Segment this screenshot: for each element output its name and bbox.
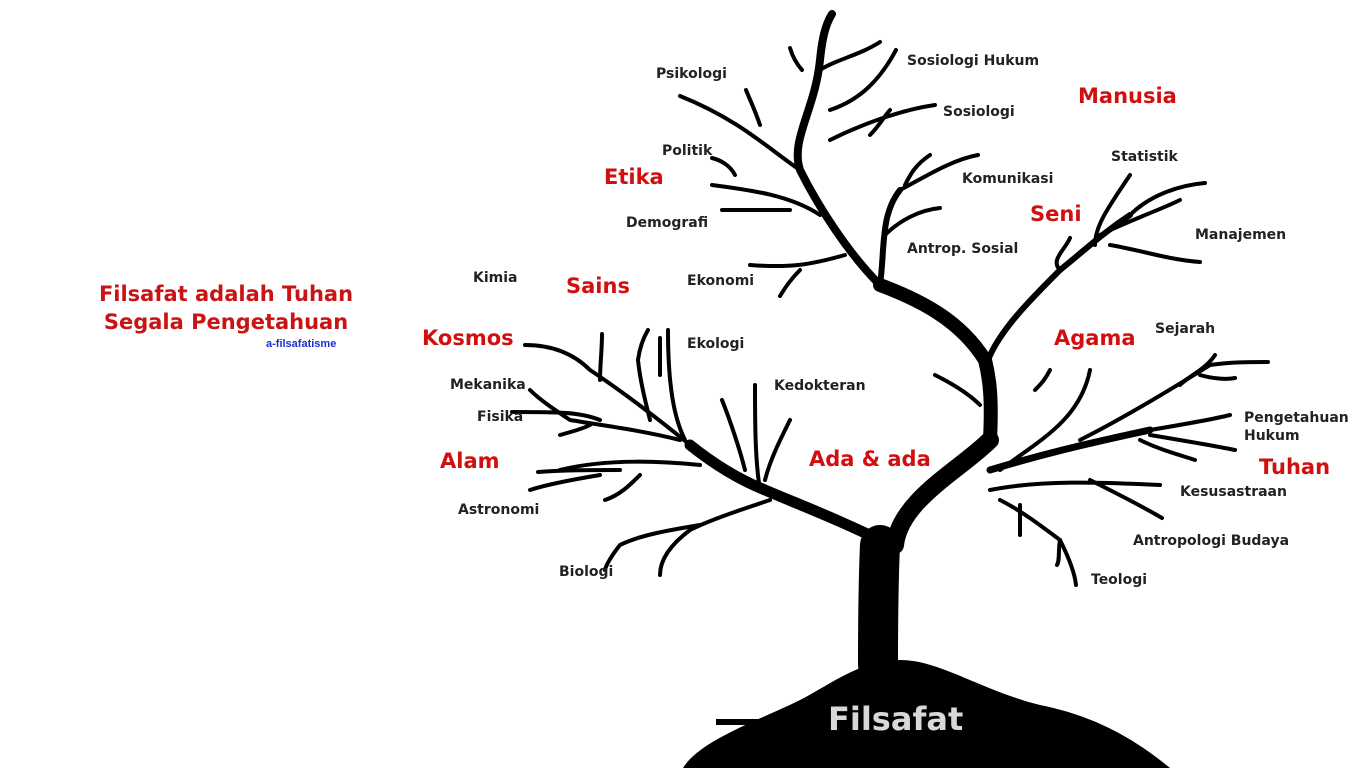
branch-label-demografi: Demografi xyxy=(626,215,709,231)
branch-label-sejarah: Sejarah xyxy=(1155,321,1216,337)
branch-label-sosiologi: Sosiologi xyxy=(943,104,1015,120)
category-label-manusia: Manusia xyxy=(1078,84,1177,108)
branch-label-mekanika: Mekanika xyxy=(450,377,526,393)
branch-label-kedokteran: Kedokteran xyxy=(774,378,866,394)
branch-label-kesusastraan: Kesusastraan xyxy=(1180,484,1287,500)
tree-main-stem xyxy=(873,278,998,447)
diagram-title: Filsafat adalah Tuhan Segala Pengetahuan xyxy=(80,280,372,336)
category-label-seni: Seni xyxy=(1030,202,1082,226)
branch-label-sosiologi-hukum: Sosiologi Hukum xyxy=(907,53,1040,69)
branch-label-biologi: Biologi xyxy=(559,564,614,580)
tree-right-limb xyxy=(986,426,1154,474)
credit-text: a-filsafatisme xyxy=(266,338,337,350)
branch-label-politik: Politik xyxy=(662,143,713,159)
branch-label-pengetahuan-hukum-1: Pengetahuan xyxy=(1244,410,1349,426)
category-label-agama: Agama xyxy=(1054,326,1136,350)
title-line-2: Segala Pengetahuan xyxy=(103,310,349,334)
category-label-sains: Sains xyxy=(566,274,630,298)
category-label-tuhan: Tuhan xyxy=(1259,455,1331,479)
branch-label-kimia: Kimia xyxy=(473,270,518,286)
branch-label-statistik: Statistik xyxy=(1111,149,1178,165)
branch-label-komunikasi: Komunikasi xyxy=(962,171,1054,187)
branch-label-antrop-sosial: Antrop. Sosial xyxy=(907,241,1019,257)
branch-label-astronomi: Astronomi xyxy=(458,502,540,518)
category-label-alam: Alam xyxy=(440,449,500,473)
ground-hill xyxy=(683,660,1170,768)
tree-base xyxy=(858,525,900,685)
root-label-filsafat: Filsafat xyxy=(828,700,964,738)
category-label-kosmos: Kosmos xyxy=(422,326,514,350)
branch-label-pengetahuan-hukum-2: Hukum xyxy=(1244,428,1300,444)
branch-label-manajemen: Manajemen xyxy=(1195,227,1287,243)
category-label-etika: Etika xyxy=(604,165,664,189)
category-label-ada: Ada & ada xyxy=(809,447,931,471)
branch-label-psikologi: Psikologi xyxy=(656,66,727,82)
branch-label-antropologi-budaya: Antropologi Budaya xyxy=(1133,533,1290,549)
title-line-1: Filsafat adalah Tuhan xyxy=(98,282,354,306)
branch-label-ekonomi: Ekonomi xyxy=(687,273,755,289)
branch-label-ekologi: Ekologi xyxy=(687,336,745,352)
tree-trunk xyxy=(886,431,999,554)
branch-label-fisika: Fisika xyxy=(477,409,524,425)
branch-label-teologi: Teologi xyxy=(1091,572,1148,588)
tree-left-limb xyxy=(684,439,896,551)
